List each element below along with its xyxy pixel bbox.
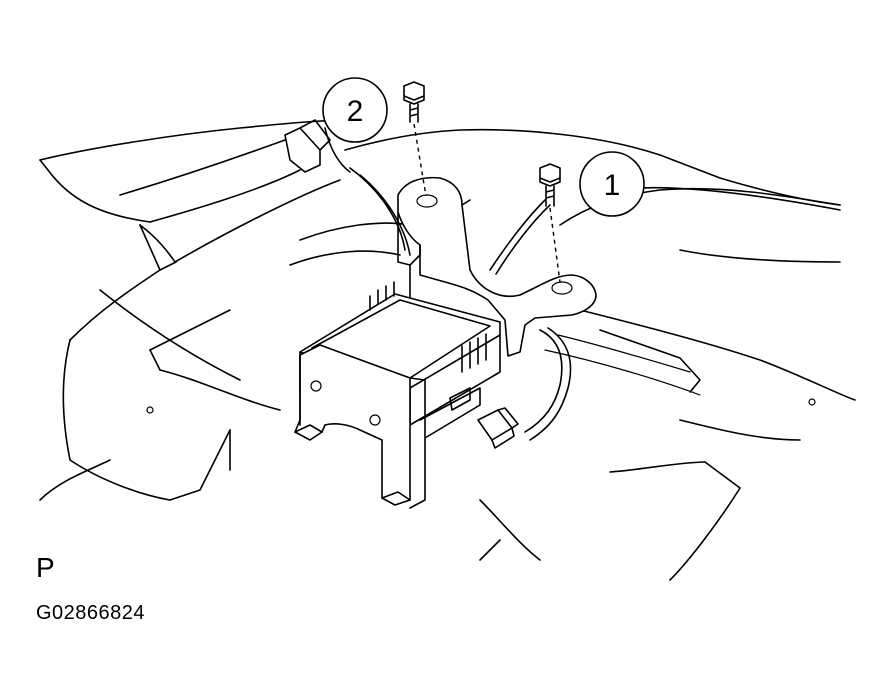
harness-connector <box>477 407 519 449</box>
mounting-bracket <box>397 176 597 357</box>
view-label: P <box>36 552 55 583</box>
bolt-1 <box>539 163 561 207</box>
callout-2-label: 2 <box>347 95 364 128</box>
callout-1: 1 <box>559 151 841 226</box>
module-frame <box>294 344 426 509</box>
floor-hole <box>808 398 816 406</box>
bolt-2 <box>403 81 425 123</box>
floor-panel <box>39 119 856 581</box>
seat-rail-clip <box>284 119 331 173</box>
callout-1-label: 1 <box>604 169 621 202</box>
bolt-1-guide-line <box>549 207 561 283</box>
callout-2: 2 <box>322 77 388 173</box>
wire-harness <box>349 167 572 441</box>
figure-code: G02866824 <box>36 602 146 624</box>
left-console-base <box>39 179 411 501</box>
